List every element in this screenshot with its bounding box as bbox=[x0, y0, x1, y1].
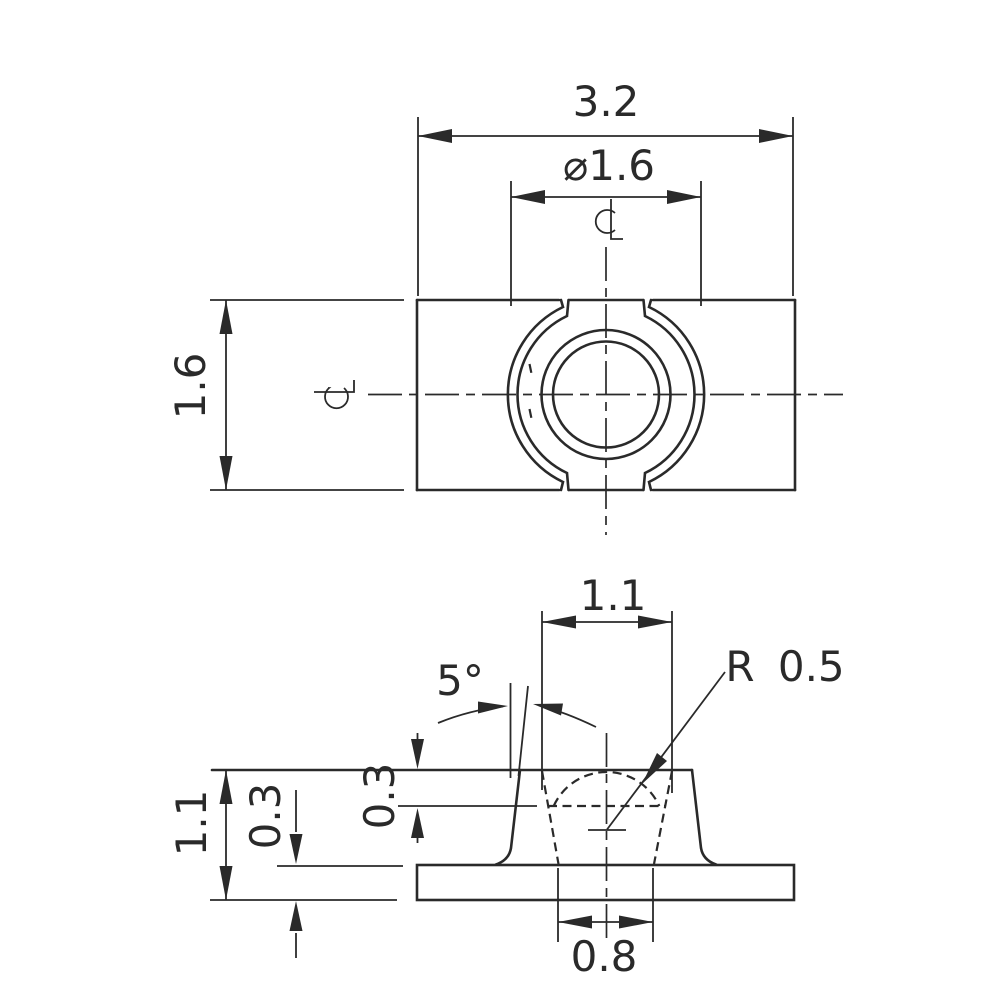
centerline-symbol-l bbox=[610, 199, 623, 240]
top-view: 3.2 ⌀1.6 bbox=[166, 77, 843, 535]
dim-dome-radius-label: R 0.5 bbox=[725, 642, 844, 691]
arrowhead-icon bbox=[642, 753, 667, 784]
dim-draft-angle: 5° bbox=[436, 656, 597, 778]
dim-hole-bottom-width-label: 0.8 bbox=[571, 932, 638, 981]
arrowhead-icon bbox=[219, 866, 233, 900]
dim-overall-height-label: 1.1 bbox=[167, 790, 216, 857]
centerline-symbol-c bbox=[594, 209, 616, 234]
arrowhead-icon bbox=[638, 615, 672, 629]
dim-recess-depth-label: 0.3 bbox=[355, 763, 404, 830]
centerline-symbol-icon bbox=[314, 380, 355, 410]
dim-slot-diameter: ⌀1.6 bbox=[510, 141, 702, 306]
dim-overall-height: 1.1 bbox=[167, 770, 397, 901]
slot-outer-arc bbox=[647, 298, 706, 492]
centerline-symbol-icon bbox=[594, 199, 623, 240]
hidden-hole-wall bbox=[540, 770, 560, 865]
hidden-arc-fragment bbox=[528, 363, 534, 377]
arrowhead-icon bbox=[667, 190, 701, 204]
dim-base-thickness-label: 0.3 bbox=[241, 783, 290, 850]
arrowhead-icon bbox=[619, 915, 653, 929]
dim-hole-bottom-width: 0.8 bbox=[557, 868, 654, 981]
dim-recess-depth: 0.3 bbox=[355, 733, 424, 843]
dim-part-height: 1.6 bbox=[166, 299, 404, 491]
arrowhead-icon bbox=[478, 701, 508, 714]
centerline-symbol-c bbox=[324, 387, 349, 410]
boss-left-wall bbox=[494, 768, 522, 866]
arrowhead-icon bbox=[511, 190, 545, 204]
boss-right-wall bbox=[690, 768, 718, 866]
dim-slot-diameter-label: ⌀1.6 bbox=[563, 141, 655, 190]
arrowhead-icon bbox=[411, 739, 424, 769]
arrowhead-icon bbox=[542, 615, 576, 629]
centerline-symbol-l bbox=[314, 380, 355, 393]
hidden-dome-arc bbox=[552, 770, 661, 807]
arrowhead-icon bbox=[411, 808, 424, 838]
arrowhead-icon bbox=[289, 901, 303, 931]
arrowhead-icon bbox=[418, 129, 452, 143]
base-plate bbox=[415, 863, 796, 902]
dim-part-height-label: 1.6 bbox=[166, 353, 215, 420]
slot-inner-arc bbox=[516, 298, 570, 492]
dim-recess-top-width-label: 1.1 bbox=[580, 571, 647, 620]
dim-overall-width: 3.2 bbox=[417, 77, 794, 296]
front-view: 1.1 5° R 0.5 bbox=[167, 571, 845, 981]
arrowhead-icon bbox=[558, 915, 592, 929]
angle-flank-line bbox=[517, 685, 529, 777]
hidden-arc-fragment bbox=[528, 408, 534, 422]
dim-recess-top-width: 1.1 bbox=[541, 571, 673, 793]
arrowhead-icon bbox=[219, 300, 233, 334]
arrowhead-icon bbox=[759, 129, 793, 143]
arrowhead-icon bbox=[533, 703, 563, 716]
part-outline-front-view bbox=[210, 768, 796, 902]
leader-line bbox=[606, 671, 726, 831]
dim-base-thickness: 0.3 bbox=[241, 783, 403, 958]
hidden-hole-wall bbox=[652, 770, 674, 865]
arrowhead-icon bbox=[219, 770, 233, 804]
dim-dome-radius: R 0.5 bbox=[606, 642, 845, 831]
dim-overall-width-label: 3.2 bbox=[573, 77, 640, 126]
dim-draft-angle-label: 5° bbox=[436, 656, 484, 705]
arrowhead-icon bbox=[289, 834, 303, 864]
arrowhead-icon bbox=[219, 456, 233, 490]
